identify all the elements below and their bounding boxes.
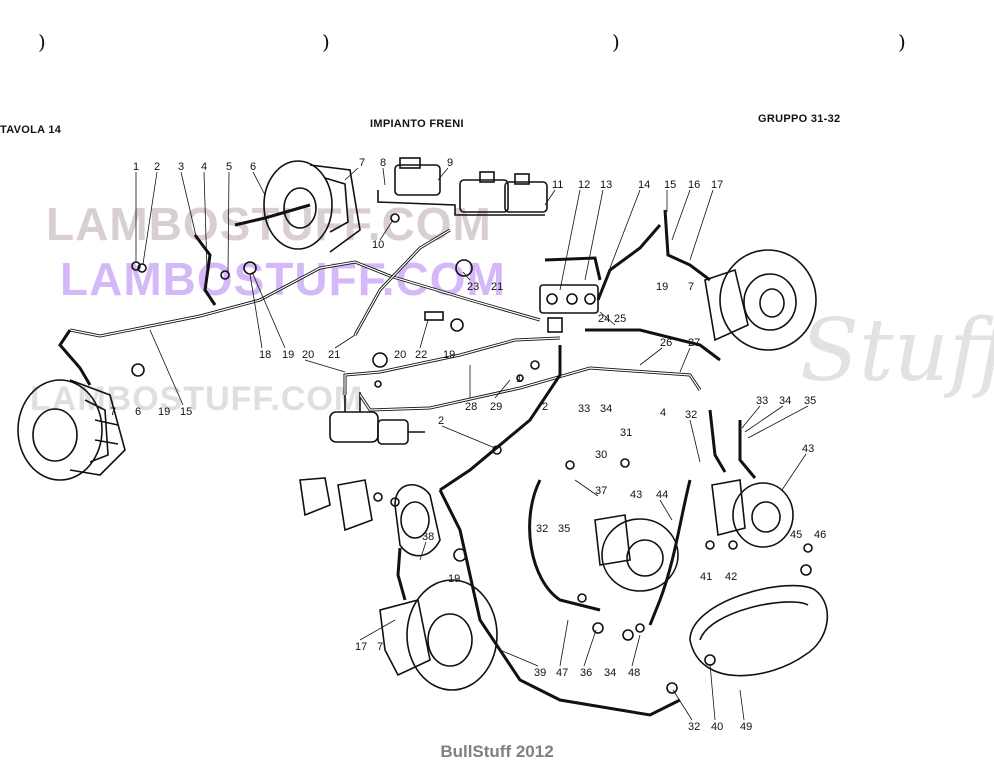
rear-left-disc-assembly	[379, 483, 498, 691]
callout: 12	[578, 179, 590, 191]
callout: 13	[600, 179, 612, 191]
callout: 39	[534, 667, 546, 679]
group-number: GRUPPO 31-32	[758, 113, 841, 125]
callout: 35	[804, 395, 816, 407]
master-cylinder	[329, 392, 425, 445]
callout: 7	[377, 641, 383, 653]
callout: 30	[595, 449, 607, 461]
callout: 34	[600, 403, 612, 415]
callout: 17	[355, 641, 367, 653]
brackets	[299, 477, 400, 532]
callout: 23	[467, 281, 479, 293]
callout: 21	[328, 349, 340, 361]
callout: 14	[638, 179, 650, 191]
diagram-title: IMPIANTO FRENI	[370, 118, 464, 130]
callout: 33	[578, 403, 590, 415]
callout: 6	[135, 406, 141, 418]
callout: 7	[688, 281, 694, 293]
callout: 2	[438, 415, 444, 427]
brake-pipes	[58, 203, 757, 717]
fittings	[131, 213, 813, 694]
watermark-text: LAMBOSTUFF.COM	[60, 253, 506, 305]
binding-mark: )	[38, 30, 46, 54]
fluid-reservoirs	[377, 157, 548, 216]
callout: 43	[802, 443, 814, 455]
callout: 5	[226, 161, 232, 173]
front-right-disc-assembly	[263, 160, 361, 253]
callout: 4	[660, 407, 666, 419]
watermark-script: Stuff	[800, 301, 994, 401]
callout: 19	[656, 281, 668, 293]
callout: 1	[133, 161, 139, 173]
callout: 7	[359, 157, 365, 169]
callout: 34	[604, 667, 616, 679]
callout: 27	[688, 337, 700, 349]
callout: 41	[700, 571, 712, 583]
callout: 4	[201, 161, 207, 173]
callout: 47	[556, 667, 568, 679]
callout: 19	[282, 349, 294, 361]
vacuum-tank	[689, 584, 829, 677]
callout: 42	[725, 571, 737, 583]
binding-mark: )	[322, 30, 330, 54]
callout: 25	[614, 313, 626, 325]
callout: 19	[158, 406, 170, 418]
callout: 7	[110, 406, 116, 418]
callout: 36	[580, 667, 592, 679]
callout: 48	[628, 667, 640, 679]
callout: 38	[422, 531, 434, 543]
callout: 18	[259, 349, 271, 361]
callout: 10	[372, 239, 384, 251]
brake-servo-right	[711, 479, 794, 548]
callout: 37	[595, 485, 607, 497]
footer-credit: BullStuff 2012	[440, 742, 554, 761]
callout: 9	[447, 157, 453, 169]
callout: 24	[598, 313, 610, 325]
callout: 8	[380, 157, 386, 169]
callout-labels: 1 2 3 4 5 6 7 8 9 10 11 12 13 1	[110, 157, 826, 733]
callout: 20	[302, 349, 314, 361]
front-left-disc-assembly	[17, 379, 126, 481]
callout: 21	[491, 281, 503, 293]
callout: 49	[740, 721, 752, 733]
callout: 2	[542, 401, 548, 413]
callout: 16	[688, 179, 700, 191]
callout: 1	[516, 373, 522, 385]
callout: 35	[558, 523, 570, 535]
binding-mark: )	[612, 30, 620, 54]
callout: 26	[660, 337, 672, 349]
callout: 20	[394, 349, 406, 361]
callout: 15	[180, 406, 192, 418]
callout: 2	[154, 161, 160, 173]
binding-mark: )	[898, 30, 906, 54]
callout: 3	[178, 161, 184, 173]
callout: 19	[443, 349, 455, 361]
callout: 32	[536, 523, 548, 535]
callout: 17	[711, 179, 723, 191]
callout: 34	[779, 395, 791, 407]
callout: 45	[790, 529, 802, 541]
callout: 22	[415, 349, 427, 361]
callout: 6	[250, 161, 256, 173]
callout: 32	[685, 409, 697, 421]
callout: 44	[656, 489, 668, 501]
rear-right-disc-assembly	[704, 249, 817, 351]
callout: 15	[664, 179, 676, 191]
callout: 43	[630, 489, 642, 501]
callout: 32	[688, 721, 700, 733]
callout: 28	[465, 401, 477, 413]
brake-valve-block	[539, 284, 599, 333]
watermark-text: LAMBOSTUFF.COM	[46, 198, 492, 250]
callout: 46	[814, 529, 826, 541]
callout: 40	[711, 721, 723, 733]
table-number: TAVOLA 14	[0, 124, 62, 136]
callout: 29	[490, 401, 502, 413]
callout: 19	[448, 573, 460, 585]
callout: 11	[552, 179, 563, 191]
callout: 33	[756, 395, 768, 407]
callout: 31	[620, 427, 632, 439]
brake-servo-left	[594, 514, 679, 592]
